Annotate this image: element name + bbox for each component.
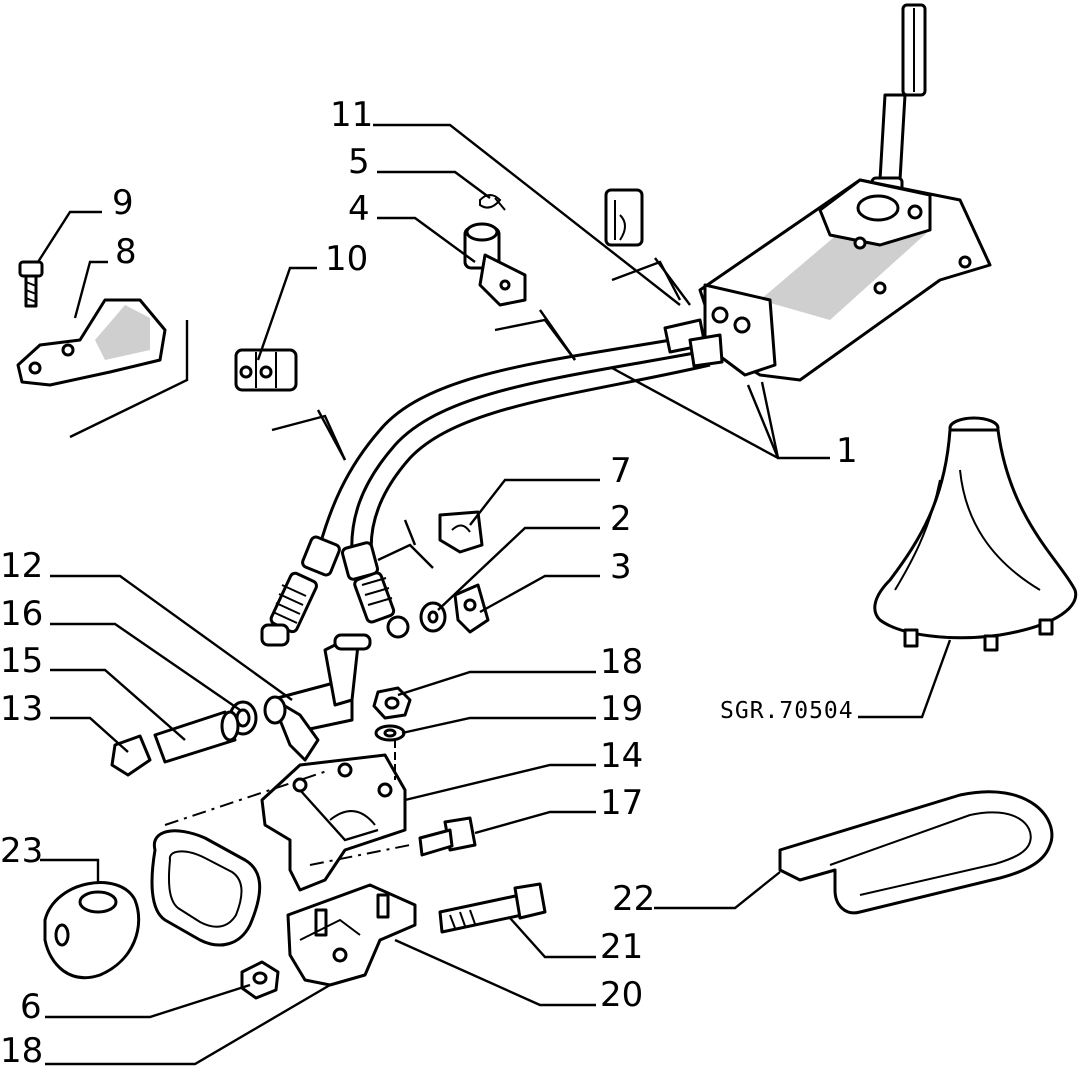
callout-label-19: 19 xyxy=(600,689,643,729)
tube-part-15 xyxy=(153,710,240,764)
callout-label-15: 15 xyxy=(0,641,43,681)
rubber-mount-part-23 xyxy=(43,881,141,980)
seal-frame xyxy=(150,829,262,947)
cable-end-spring-right xyxy=(353,571,410,639)
bracket-plate-part-14 xyxy=(260,753,407,892)
assembly-guide-lines xyxy=(271,257,691,569)
clip-part-10 xyxy=(234,348,298,392)
callout-label-10: 10 xyxy=(325,239,368,279)
gear-lever-housing xyxy=(698,3,992,382)
washer-part-19 xyxy=(374,724,406,742)
callout-label-18-upper: 18 xyxy=(600,642,643,682)
callout-label-13: 13 xyxy=(0,689,43,729)
mounting-bracket-part-20 xyxy=(286,883,417,987)
callout-label-20: 20 xyxy=(600,975,643,1015)
dash-dot-guide-lines xyxy=(164,740,411,866)
callout-label-8: 8 xyxy=(115,232,137,272)
clip-part-5 xyxy=(479,194,506,211)
callout-label-3: 3 xyxy=(610,547,632,587)
callout-label-23: 23 xyxy=(0,831,43,871)
callout-label-21: 21 xyxy=(600,927,643,967)
bracket-part-4 xyxy=(463,222,527,307)
clip-part-11 xyxy=(604,188,644,247)
bolt-part-9 xyxy=(18,260,44,308)
gear-lever-boot xyxy=(873,416,1078,652)
bracket-8-guide-lines xyxy=(69,320,189,439)
callout-label-6: 6 xyxy=(20,987,42,1027)
shift-cables xyxy=(260,318,724,647)
callout-label-16: 16 xyxy=(0,594,43,634)
callout-label-9: 9 xyxy=(112,183,134,223)
callout-label-12: 12 xyxy=(0,546,43,586)
lever-shaft-part-12 xyxy=(263,633,372,762)
bracket-part-8 xyxy=(16,298,167,387)
bolt-part-17 xyxy=(418,816,477,857)
callout-label-2: 2 xyxy=(610,499,632,539)
nut-part-18-upper xyxy=(372,686,412,720)
callout-label-14: 14 xyxy=(600,736,643,776)
callout-label-22: 22 xyxy=(612,879,655,919)
leader-lines xyxy=(36,123,952,1066)
callout-label-4: 4 xyxy=(348,189,370,229)
callout-label-5: 5 xyxy=(348,142,370,182)
callout-label-1: 1 xyxy=(836,431,858,471)
callout-label-7: 7 xyxy=(610,451,632,491)
clip-part-3 xyxy=(453,583,490,634)
callout-label-18-lower: 18 xyxy=(0,1031,43,1066)
trim-frame-part-22 xyxy=(778,790,1054,915)
callout-label-17: 17 xyxy=(600,783,643,823)
callout-labels: 11 5 4 9 8 10 1 7 2 3 12 16 15 13 18 19 … xyxy=(0,95,858,1066)
callout-label-11: 11 xyxy=(330,95,373,135)
nut-part-6 xyxy=(240,960,280,1000)
bolt-part-21 xyxy=(438,882,547,934)
reference-code: SGR.70504 xyxy=(720,698,854,724)
cable-end-spring-left xyxy=(260,571,318,647)
